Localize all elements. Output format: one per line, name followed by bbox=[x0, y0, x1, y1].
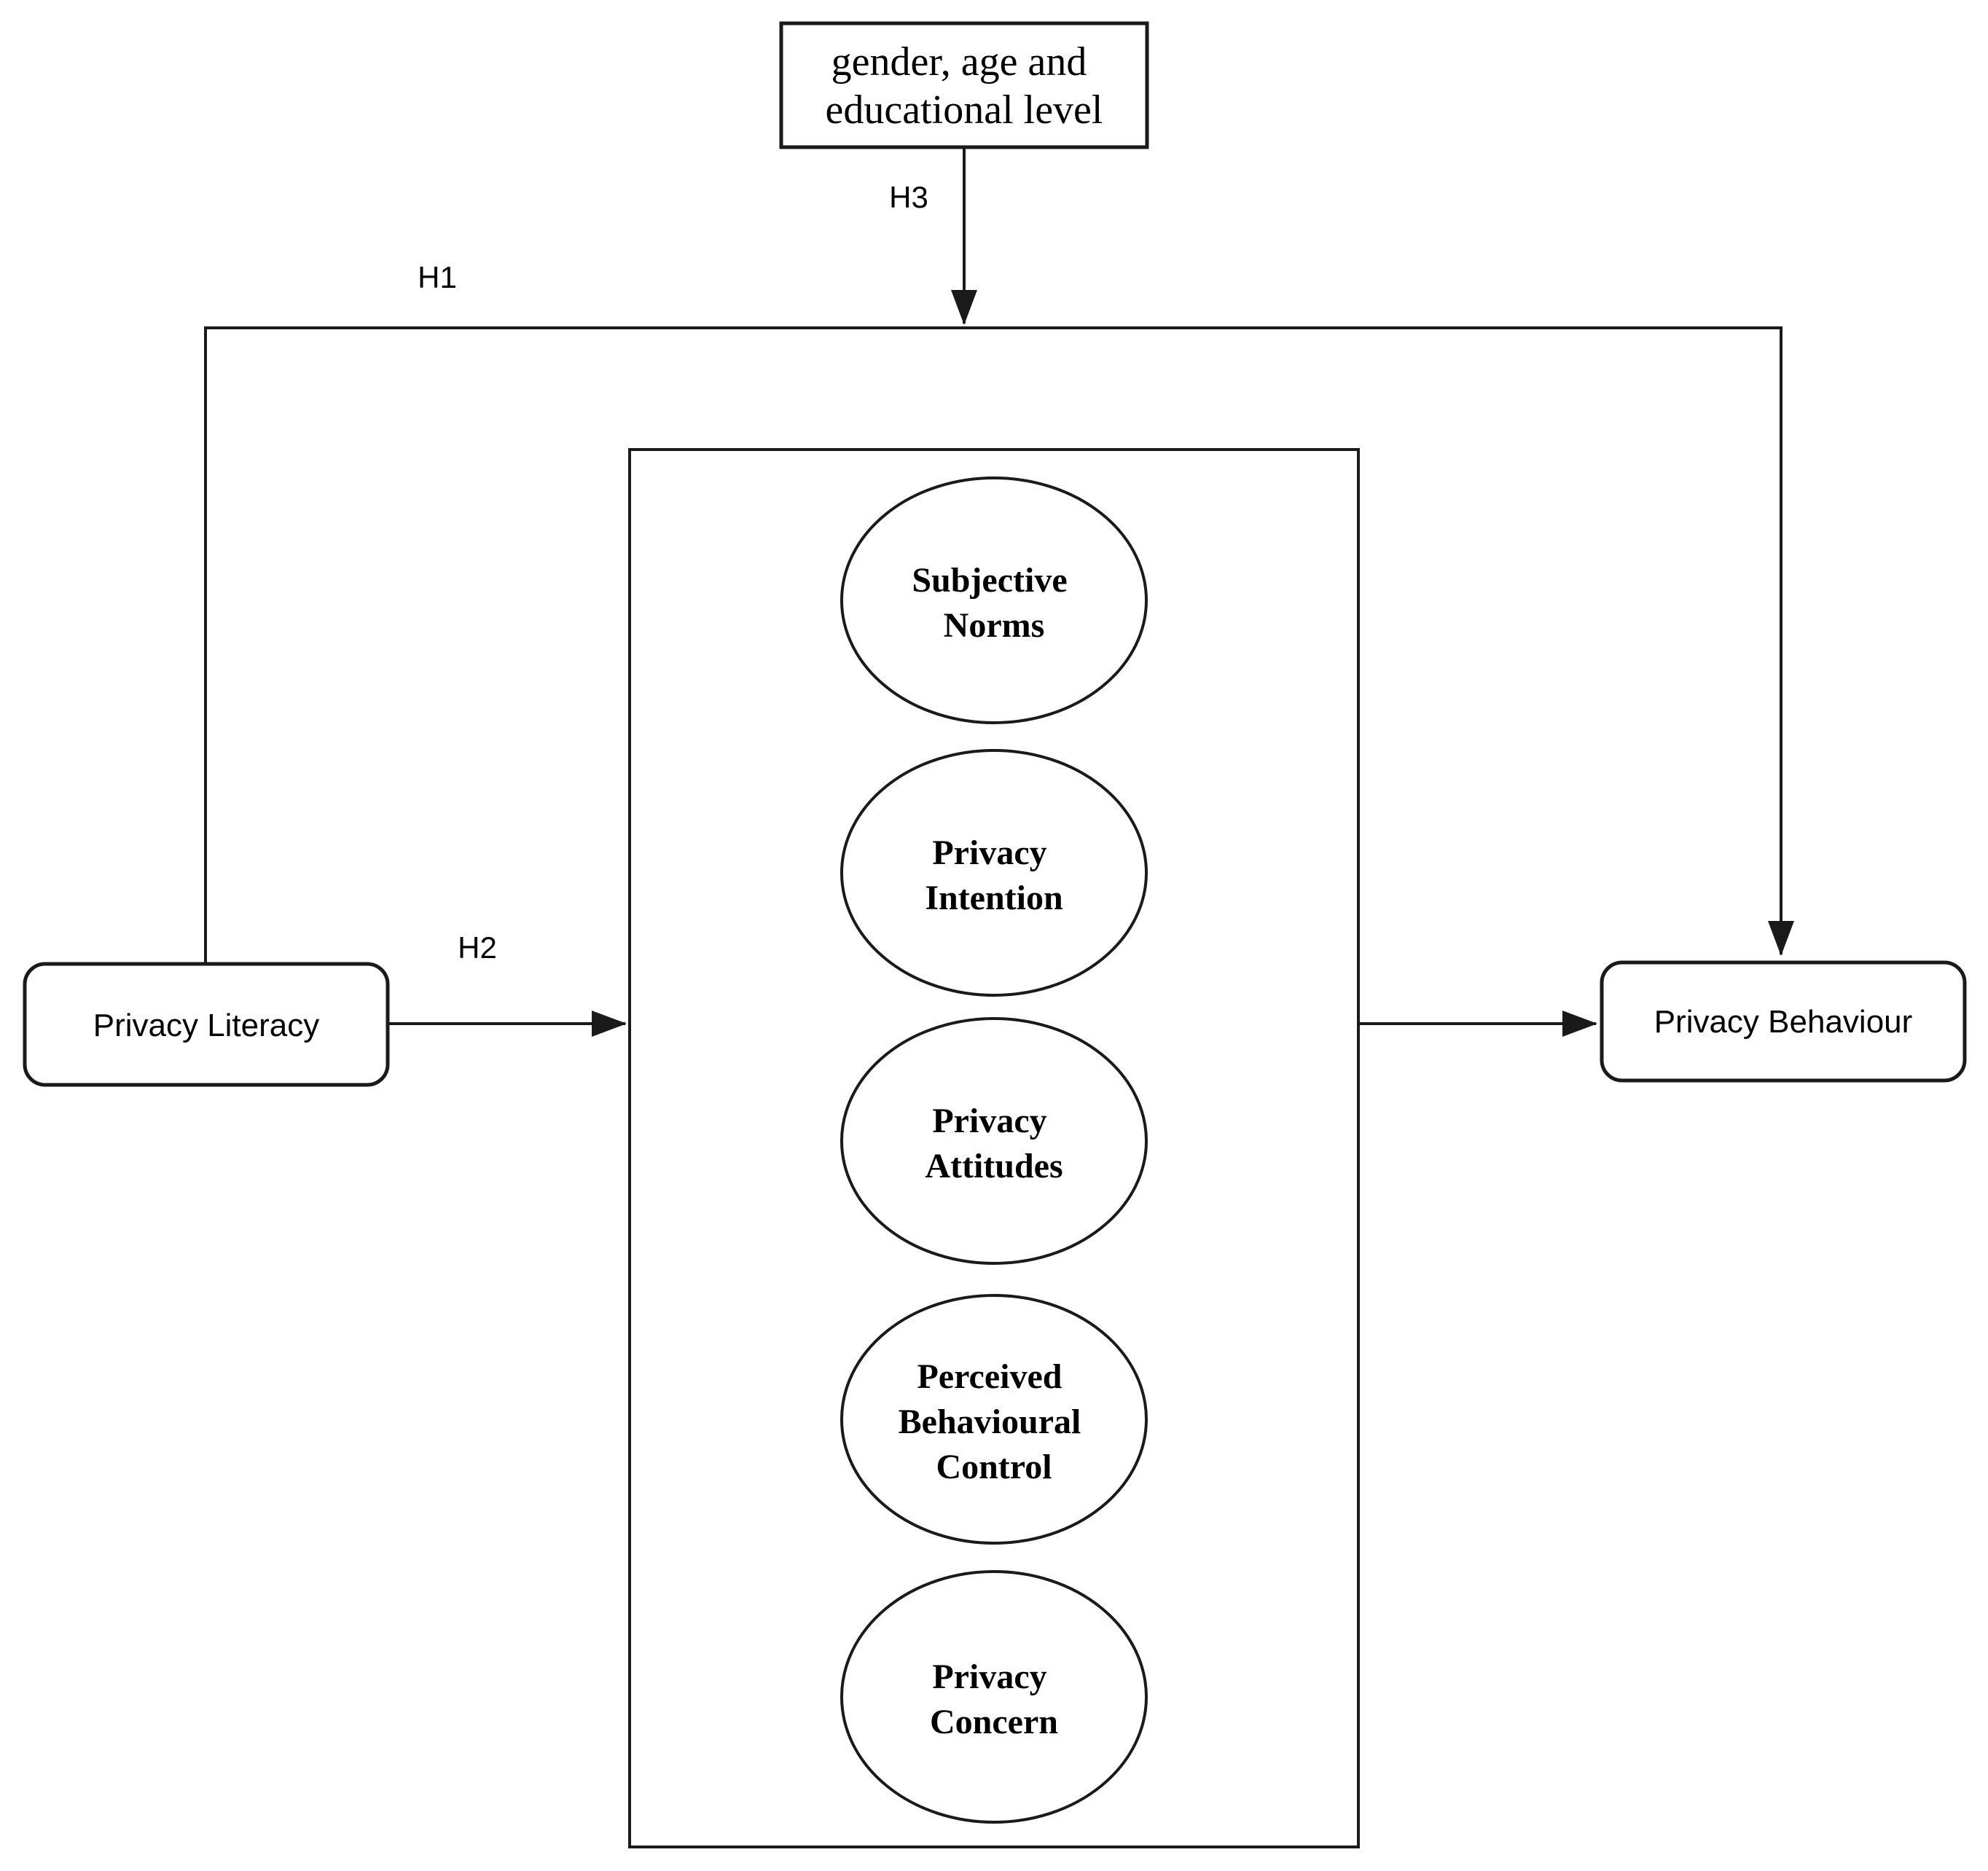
perceived-behavioural-control-label: Perceived Behavioural Control bbox=[899, 1357, 1090, 1486]
h3-label: H3 bbox=[889, 180, 928, 214]
ellipse-privacy-concern bbox=[840, 1570, 1148, 1824]
ellipse-privacy-attitudes bbox=[840, 1017, 1148, 1265]
privacy-attitudes-label: Privacy Attitudes bbox=[925, 1102, 1063, 1185]
h2-label: H2 bbox=[458, 930, 497, 965]
privacy-intention-label: Privacy Intention bbox=[925, 833, 1063, 917]
ellipse-privacy-intention bbox=[840, 749, 1148, 997]
subjective-norms-label: Subjective Norms bbox=[912, 561, 1076, 645]
h1-label: H1 bbox=[418, 260, 457, 294]
ellipse-subjective-norms bbox=[840, 476, 1148, 724]
privacy-literacy-label: Privacy Literacy bbox=[93, 1008, 320, 1043]
privacy-behaviour-box bbox=[1600, 960, 1967, 1083]
moderator-box-label: gender, age and educational level bbox=[826, 39, 1103, 133]
privacy-concern-label: Privacy Concern bbox=[930, 1658, 1058, 1741]
h1-path-arrow bbox=[204, 326, 1794, 964]
ellipse-perceived-behavioural-control bbox=[840, 1294, 1148, 1545]
privacy-behaviour-label: Privacy Behaviour bbox=[1654, 1004, 1913, 1040]
privacy-literacy-box bbox=[23, 962, 390, 1087]
